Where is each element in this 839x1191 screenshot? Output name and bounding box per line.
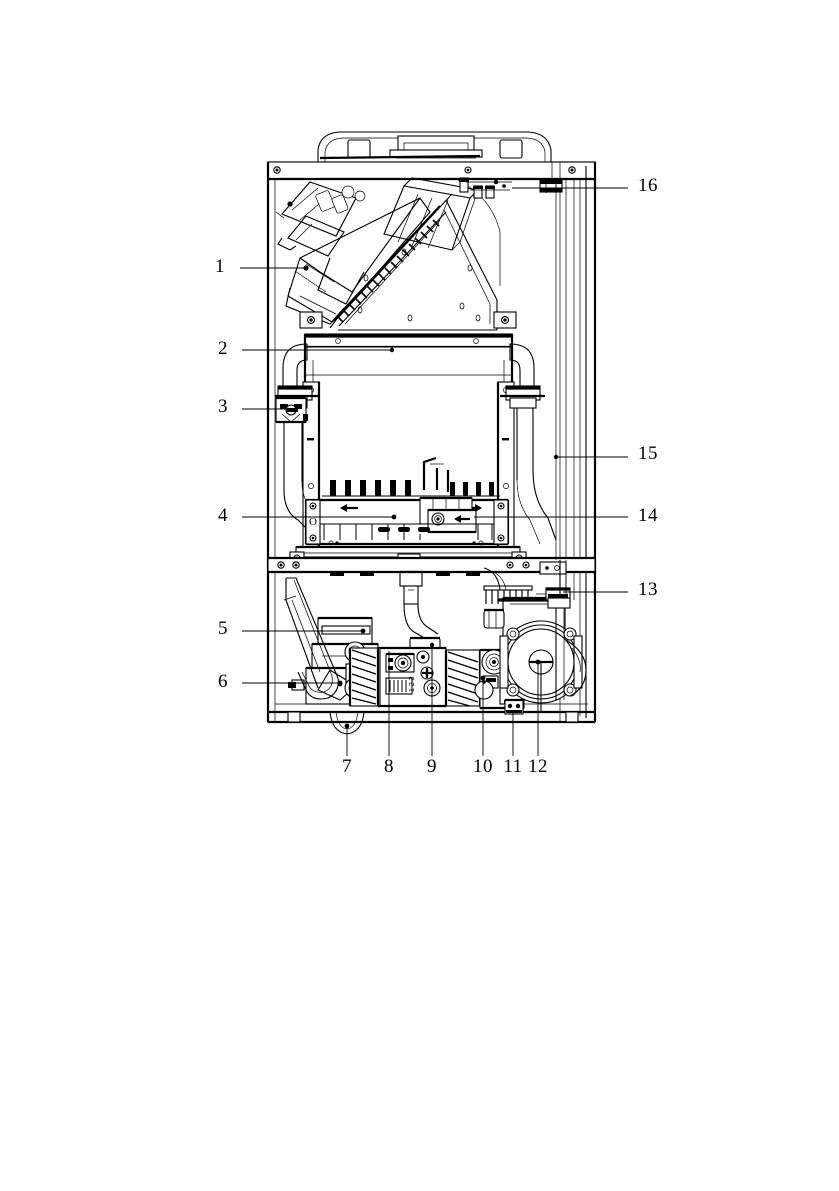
callout-number-1: 1 [215,256,225,277]
callout-number-15: 15 [638,443,658,464]
fan-flue-assembly [275,177,517,331]
boiler-top-hood [317,131,552,162]
callout-number-4: 4 [218,505,228,526]
circulation-pump [483,567,587,712]
callout-number-16: 16 [638,175,658,196]
left-flex-hose [283,577,339,700]
right-side-rail [547,180,571,700]
burner-blades [330,480,494,496]
callout-number-11: 11 [503,756,523,777]
callout-number-9: 9 [427,756,437,777]
ignition-electrodes [422,456,450,492]
callout-leader-lines [240,187,628,756]
svg-text:1 2 3: 1 2 3 [409,676,416,692]
gas-valve-hatch-right [444,649,482,707]
callout-number-3: 3 [218,396,228,417]
callout-number-13: 13 [638,579,658,600]
pipe-mounted-valve [275,396,308,424]
callout-number-7: 7 [342,756,352,777]
bottom-terminal-block [504,698,524,715]
callout-number-2: 2 [218,338,228,359]
callout-number-14: 14 [638,505,658,526]
top-sensor-block [459,177,563,199]
callout-number-5: 5 [218,618,228,639]
callout-number-8: 8 [384,756,394,777]
burner-assembly: O [304,456,510,546]
callout-number-10: 10 [473,756,493,777]
mid-divider-shelf [267,556,596,576]
gas-valve-hatch-left [348,647,381,707]
callout-number-6: 6 [218,671,228,692]
gas-valve-assembly: 1 2 3 [348,646,482,708]
svg-text:O: O [309,516,317,528]
callout-number-12: 12 [528,756,548,777]
